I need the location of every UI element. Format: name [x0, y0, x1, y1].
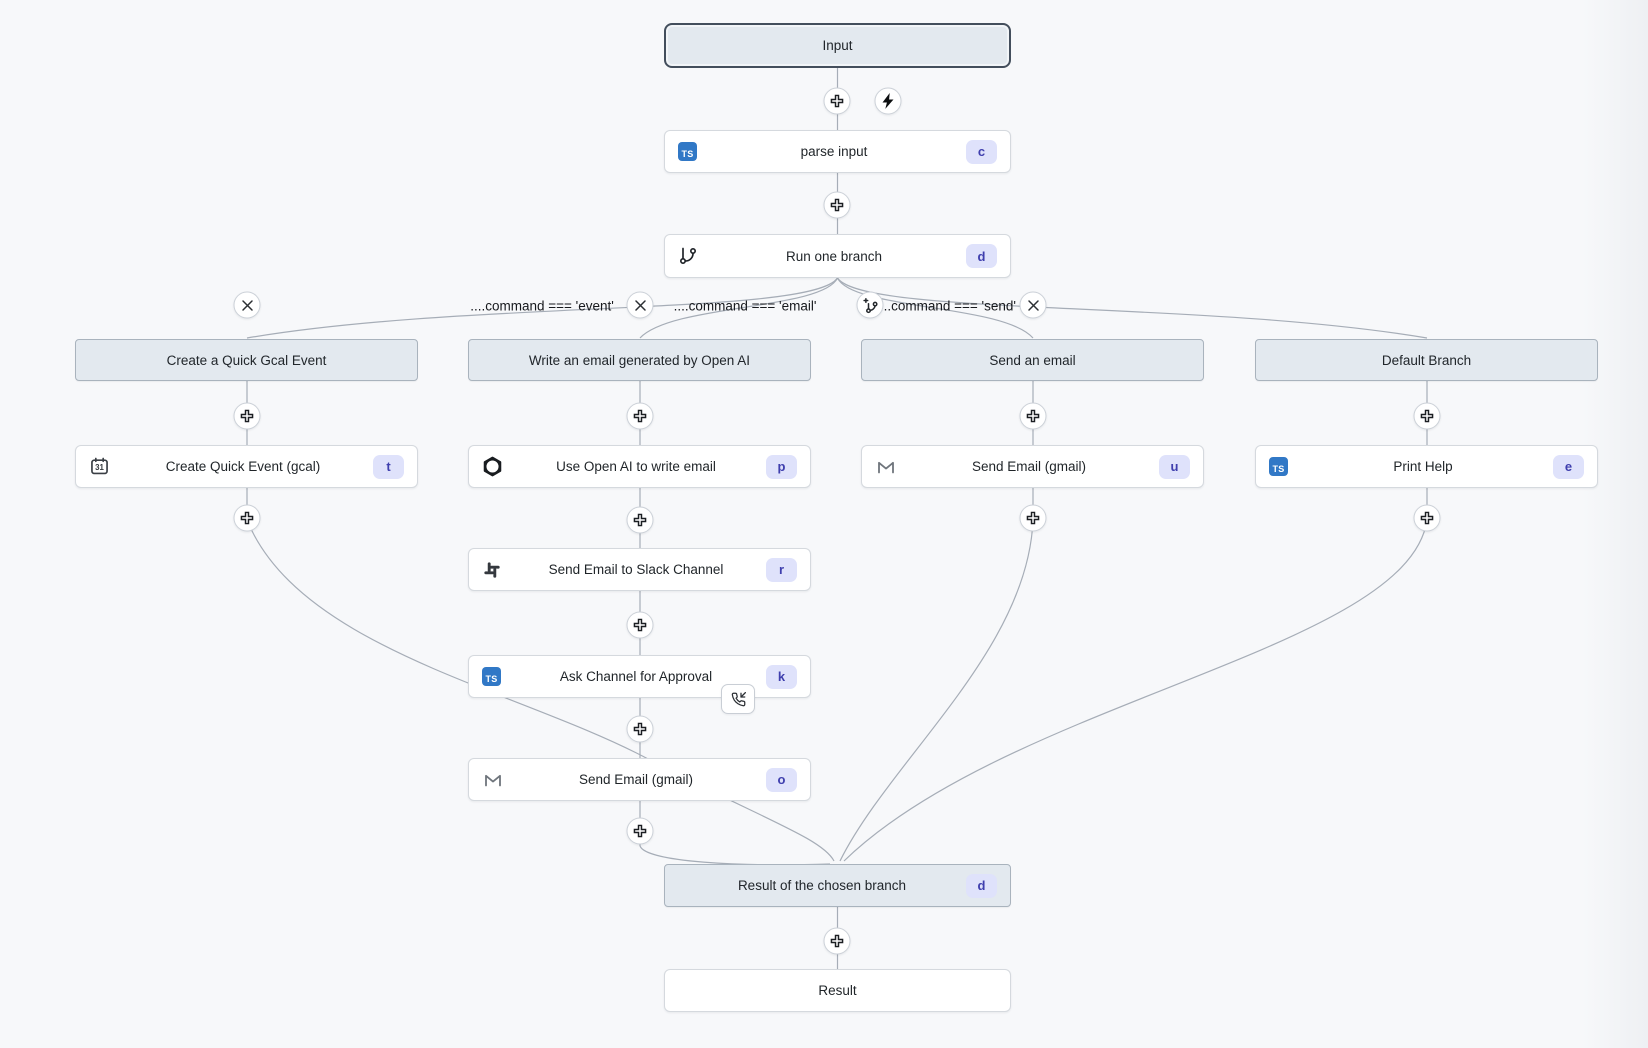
plus-icon — [240, 511, 254, 525]
plus-icon — [1026, 511, 1040, 525]
plus-icon — [830, 198, 844, 212]
insert-step-button[interactable] — [626, 402, 654, 430]
insert-step-button[interactable] — [1019, 504, 1047, 532]
close-icon — [634, 299, 646, 311]
shortcut-badge: d — [966, 873, 997, 898]
parse-input-node[interactable]: TS parse input c — [664, 130, 1011, 173]
run-one-branch-node[interactable]: Run one branch d — [664, 234, 1011, 278]
git-branch-plus-icon — [862, 297, 878, 313]
typescript-icon: TS — [1269, 457, 1293, 476]
plus-icon — [240, 409, 254, 423]
add-branch-button[interactable] — [856, 291, 884, 319]
close-icon — [241, 299, 253, 311]
delete-branch-button[interactable] — [626, 291, 654, 319]
close-icon — [1027, 299, 1039, 311]
delete-branch-button[interactable] — [1019, 291, 1047, 319]
branch-header-default[interactable]: Default Branch — [1255, 339, 1598, 381]
node-label: Send Email (gmail) — [971, 459, 1087, 474]
insert-step-button[interactable] — [626, 715, 654, 743]
node-label: Run one branch — [785, 248, 883, 264]
node-label: Ask Channel for Approval — [559, 669, 713, 684]
result-node[interactable]: Result — [664, 969, 1011, 1012]
openai-write-email-node[interactable]: Use Open AI to write email p — [468, 445, 811, 488]
input-node[interactable]: Input — [664, 23, 1011, 68]
node-label: Use Open AI to write email — [556, 459, 716, 474]
phone-incoming-icon — [731, 691, 746, 706]
print-help-node[interactable]: TS Print Help e — [1255, 445, 1598, 488]
shortcut-badge: d — [966, 244, 997, 268]
shortcut-badge: u — [1159, 454, 1190, 479]
gmail-icon — [482, 769, 506, 791]
delete-branch-button[interactable] — [233, 291, 261, 319]
openai-icon — [482, 456, 506, 477]
plus-icon — [633, 618, 647, 632]
plus-icon — [830, 934, 844, 948]
plus-icon — [633, 824, 647, 838]
shortcut-badge: r — [766, 557, 797, 582]
branch-header-send-email[interactable]: Send an email — [861, 339, 1204, 381]
node-label: parse input — [800, 144, 868, 159]
plus-icon — [633, 409, 647, 423]
branch-condition-label: ....command === 'email' — [673, 298, 817, 314]
shortcut-badge: e — [1553, 454, 1584, 479]
gmail-icon — [875, 456, 899, 478]
insert-step-button[interactable] — [823, 927, 851, 955]
slack-send-email-node[interactable]: Send Email to Slack Channel r — [468, 548, 811, 591]
branch-header-gcal[interactable]: Create a Quick Gcal Event — [75, 339, 418, 381]
shortcut-badge: t — [373, 454, 404, 479]
shortcut-badge: o — [766, 767, 797, 792]
insert-step-button[interactable] — [626, 506, 654, 534]
shortcut-badge: c — [966, 139, 997, 164]
node-label: Result of the chosen branch — [737, 878, 907, 893]
insert-step-button[interactable] — [233, 402, 261, 430]
gmail-send-email-node-branch2[interactable]: Send Email (gmail) o — [468, 758, 811, 801]
lightning-bolt-icon — [882, 93, 894, 109]
ask-channel-approval-node[interactable]: TS Ask Channel for Approval k — [468, 655, 811, 714]
insert-step-button[interactable] — [626, 611, 654, 639]
branch-header-email-openai[interactable]: Write an email generated by Open AI — [468, 339, 811, 381]
gmail-send-email-node-branch3[interactable]: Send Email (gmail) u — [861, 445, 1204, 488]
suspend-approval-badge[interactable] — [721, 684, 755, 714]
plus-icon — [1026, 409, 1040, 423]
calendar-icon: 31 — [89, 456, 113, 477]
shortcut-badge: k — [766, 664, 797, 689]
plus-icon — [1420, 409, 1434, 423]
svg-text:31: 31 — [95, 463, 104, 472]
branch-title: Send an email — [989, 352, 1076, 368]
git-branch-icon — [678, 246, 702, 266]
node-label: Send Email (gmail) — [578, 772, 694, 787]
insert-step-button[interactable] — [233, 504, 261, 532]
node-label: Create Quick Event (gcal) — [165, 459, 321, 474]
branch-title: Default Branch — [1381, 352, 1472, 368]
trigger-button[interactable] — [874, 87, 902, 115]
plus-icon — [1420, 511, 1434, 525]
branch-title: Write an email generated by Open AI — [528, 352, 751, 368]
result-of-branch-node[interactable]: Result of the chosen branch d — [664, 864, 1011, 907]
create-quick-event-node[interactable]: 31 Create Quick Event (gcal) t — [75, 445, 418, 488]
branch-condition-label: ....command === 'send' — [876, 298, 1016, 314]
shortcut-badge: p — [766, 454, 797, 479]
plus-icon — [830, 94, 844, 108]
insert-step-button[interactable] — [1019, 402, 1047, 430]
typescript-icon: TS — [678, 142, 702, 161]
insert-step-button[interactable] — [1413, 504, 1441, 532]
insert-step-button[interactable] — [823, 87, 851, 115]
plus-icon — [633, 722, 647, 736]
insert-step-button[interactable] — [823, 191, 851, 219]
plus-icon — [633, 513, 647, 527]
branch-condition-label: ....command === 'event' — [470, 298, 614, 314]
slack-icon — [482, 560, 506, 580]
node-label: Print Help — [1393, 459, 1453, 474]
insert-step-button[interactable] — [1413, 402, 1441, 430]
insert-step-button[interactable] — [626, 817, 654, 845]
typescript-icon: TS — [482, 667, 506, 686]
branch-title: Create a Quick Gcal Event — [166, 352, 327, 368]
node-label: Input — [822, 38, 853, 53]
node-label: Send Email to Slack Channel — [548, 562, 724, 577]
node-label: Result — [818, 983, 857, 998]
